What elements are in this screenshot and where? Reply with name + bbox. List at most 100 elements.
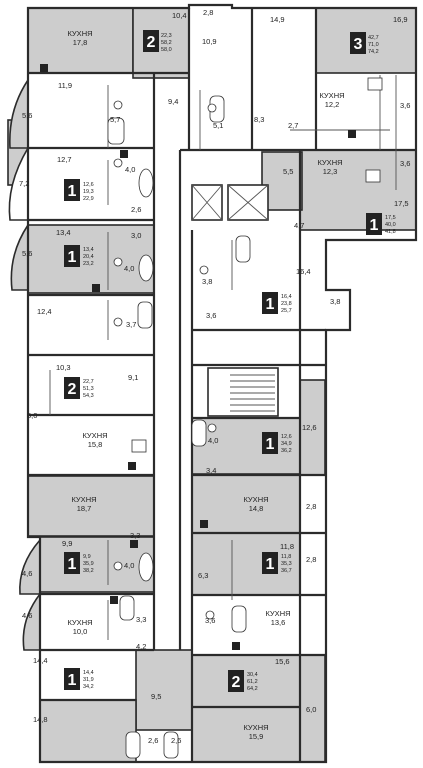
room-area: 3,6 [205,616,215,625]
walls [26,3,418,764]
fixtures [40,64,383,759]
svg-text:1: 1 [266,556,275,573]
room-area: 12,6 [302,423,317,432]
room-area: 9,9 [62,539,72,548]
stove-1 [40,64,48,72]
room-area: 2,8 [203,8,213,17]
stove-6 [200,520,208,528]
kitchen-labels: КУХНЯ 17,8 КУХНЯ 12,2 КУХНЯ 12,3 КУХНЯ 1… [67,29,344,741]
kitchen-area: 13,6 [271,618,286,627]
room-area: 5,5 [283,167,293,176]
kitchen-area: 17,8 [73,38,88,47]
svg-text:64,2: 64,2 [247,686,258,692]
svg-text:1: 1 [68,183,77,200]
room-area: 3,7 [126,320,136,329]
room-area: 6,0 [306,705,316,714]
svg-text:36,7: 36,7 [281,568,292,574]
kitchen-area: 15,8 [88,440,103,449]
room-area: 9,5 [151,692,161,701]
svg-text:3: 3 [354,36,363,53]
apartment-badge: 1 9,9 35,9 38,2 [64,552,94,574]
svg-text:12,6: 12,6 [83,182,94,188]
kitchen-area: 12,3 [323,167,338,176]
svg-text:20,4: 20,4 [83,254,94,260]
toilet-1 [113,100,123,110]
kitchen-label: КУХНЯ [71,495,96,504]
bathtub-2 [137,301,153,329]
bathtub-8 [125,731,141,759]
room-area: 11,8 [280,542,294,551]
toilet-8 [205,610,215,620]
apartment-badges: 2 22,3 58,2 58,0 3 42,7 71,0 74,2 1 12,6… [64,30,396,692]
room-area: 8,3 [254,115,264,124]
svg-text:30,4: 30,4 [247,672,258,678]
apartment-badge: 1 12,6 34,9 36,2 [262,432,292,454]
svg-text:38,2: 38,2 [83,568,94,574]
kitchen-label: КУХНЯ [265,609,290,618]
room-area: 4,0 [124,264,134,273]
svg-text:1: 1 [370,217,379,234]
room-area: 3,6 [400,159,410,168]
svg-text:16,4: 16,4 [281,294,292,300]
room-area: 3,4 [206,466,216,475]
bathtub-1 [107,117,125,145]
svg-text:51,3: 51,3 [83,386,94,392]
svg-text:11,8: 11,8 [281,554,291,560]
room-15-6 [191,654,301,708]
dining-table-1 [367,77,383,91]
stove-8 [232,642,240,650]
bathtub-oval-1 [138,168,154,198]
toilet-5 [199,265,209,275]
balcony-5-6-top [9,77,29,149]
bathtub-5 [235,235,251,263]
room-area: 4,0 [125,165,135,174]
room-area: 4,2 [136,642,146,651]
toilet-7 [113,561,123,571]
room-area: 5,7 [110,115,120,124]
kitchen-label: КУХНЯ [82,431,107,440]
svg-text:13,4: 13,4 [83,247,94,253]
svg-text:22,9: 22,9 [83,196,94,202]
kitchen-area: 14,8 [249,504,264,513]
bathtub-4 [119,595,135,621]
kitchen-label: КУХНЯ [67,29,92,38]
room-area: 5,1 [213,121,223,130]
stove-7 [130,540,138,548]
kitchen-label: КУХНЯ [319,91,344,100]
kitchen-area: 12,2 [325,100,340,109]
svg-text:25,7: 25,7 [281,308,292,314]
svg-text:36,2: 36,2 [281,448,292,454]
svg-text:22,3: 22,3 [161,33,172,39]
room-area: 6,3 [198,571,208,580]
svg-text:1: 1 [68,249,77,266]
room-area: 2,8 [306,502,316,511]
room-area: 10,4 [172,11,187,20]
kitchen-label: КУХНЯ [67,618,92,627]
svg-text:12,6: 12,6 [281,434,292,440]
room-area: 2,6 [171,736,181,745]
balcony-4-6-bottom [22,591,41,651]
room-area: 5,6 [22,111,32,120]
svg-text:1: 1 [266,296,275,313]
svg-text:58,2: 58,2 [161,40,172,46]
apartment-badge: 1 14,4 31,9 34,2 [64,668,94,690]
room-17-5 [299,149,417,231]
toilet-6 [207,423,217,433]
stairwell [207,367,279,417]
room-area: 10,9 [202,37,217,46]
room-area: 3,0 [131,231,141,240]
room-area: 3,6 [206,311,216,320]
room-area: 5,6 [22,249,32,258]
toilet-3 [113,257,123,267]
apartment-badge: 1 13,4 20,4 23,2 [64,245,94,267]
balcony-4-6-top [19,537,41,595]
dining-table-2 [365,169,381,183]
apartment-badge: 1 11,8 35,3 36,7 [262,552,292,574]
room-area: 2,7 [288,121,298,130]
kitchen-label: КУХНЯ [243,723,268,732]
kitchen-area: 10,0 [73,627,88,636]
svg-text:61,2: 61,2 [247,679,258,685]
room-area: 15,6 [275,657,290,666]
room-area: 6,0 [27,411,37,420]
